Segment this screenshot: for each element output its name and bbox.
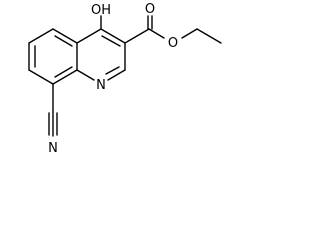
bond (105, 66, 120, 75)
bond (196, 28, 222, 44)
ester-carbonyl-oxygen-label: O (145, 2, 155, 17)
bond (124, 28, 150, 44)
bond (148, 28, 165, 39)
bond (101, 35, 121, 47)
nitrile-nitrogen-label: N (48, 141, 58, 156)
structure-diagram: OH N O O N (28, 2, 222, 156)
ring-nitrogen-label: N (96, 78, 106, 93)
ester-ether-oxygen-label: O (168, 36, 178, 51)
bond (52, 69, 78, 85)
bond (107, 69, 126, 81)
bond (28, 69, 54, 85)
hydroxyl-label: OH (91, 3, 111, 18)
bond (181, 28, 198, 39)
bond (76, 69, 95, 81)
bonds (28, 15, 222, 137)
bond (54, 66, 73, 78)
bond (52, 28, 78, 44)
bond (54, 35, 73, 47)
bond (28, 28, 54, 44)
bond (76, 28, 102, 44)
bond (100, 28, 126, 44)
